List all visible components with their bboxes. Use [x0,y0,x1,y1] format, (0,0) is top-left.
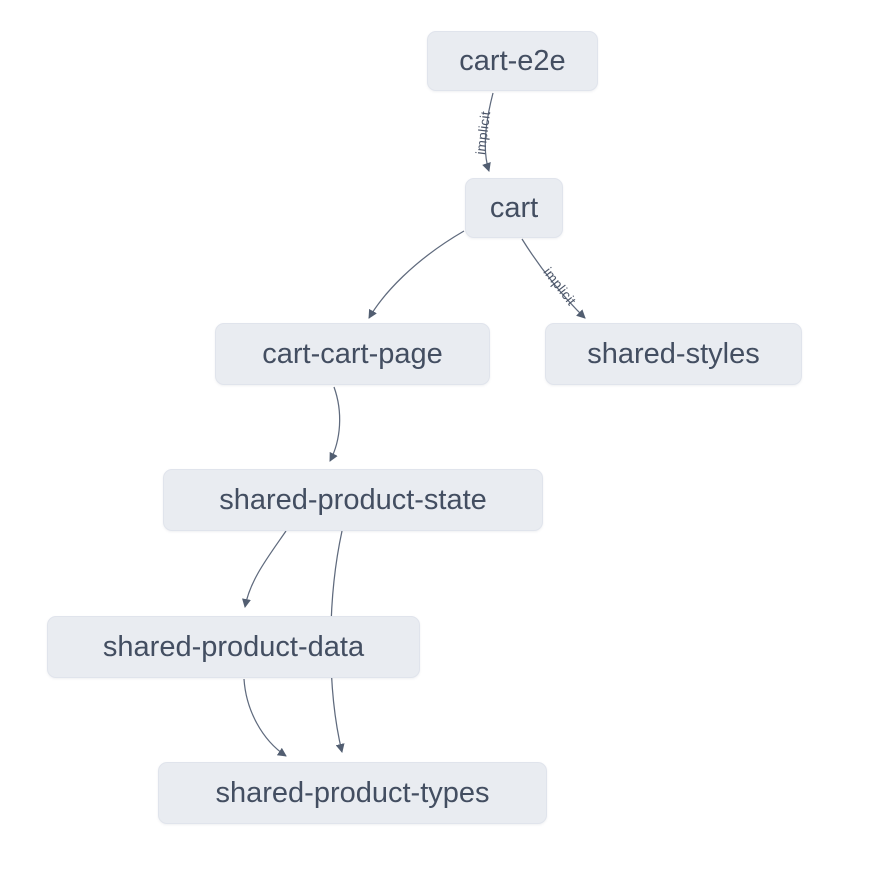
node-cart-cart-page[interactable]: cart-cart-page [215,323,490,385]
node-shared-styles[interactable]: shared-styles [545,323,802,385]
node-cart[interactable]: cart [465,178,563,238]
node-shared-product-state[interactable]: shared-product-state [163,469,543,531]
node-label: shared-product-state [219,483,487,516]
node-label: cart-cart-page [262,337,443,370]
node-label: cart [489,191,539,224]
node-cart-e2e[interactable]: cart-e2e [427,31,598,91]
edge-cart-to-cart-cart-page [368,230,465,319]
node-label: shared-product-data [102,630,365,663]
edge-cart-to-shared-styles [521,238,586,319]
node-label: shared-product-types [215,776,490,809]
node-shared-product-types[interactable]: shared-product-types [158,762,547,824]
edge-cart-cart-page-to-shared-product-state [329,386,341,462]
node-label: cart-e2e [459,44,566,77]
node-label: shared-styles [587,337,760,370]
edge-label-implicit: implicit [473,110,493,155]
edge-shared-product-state-to-shared-product-data [242,530,287,608]
edge-shared-product-data-to-shared-product-types [243,678,287,757]
edge-label-implicit: implicit [540,265,579,309]
node-shared-product-data[interactable]: shared-product-data [47,616,420,678]
edge-cart-e2e-to-cart [482,92,494,172]
